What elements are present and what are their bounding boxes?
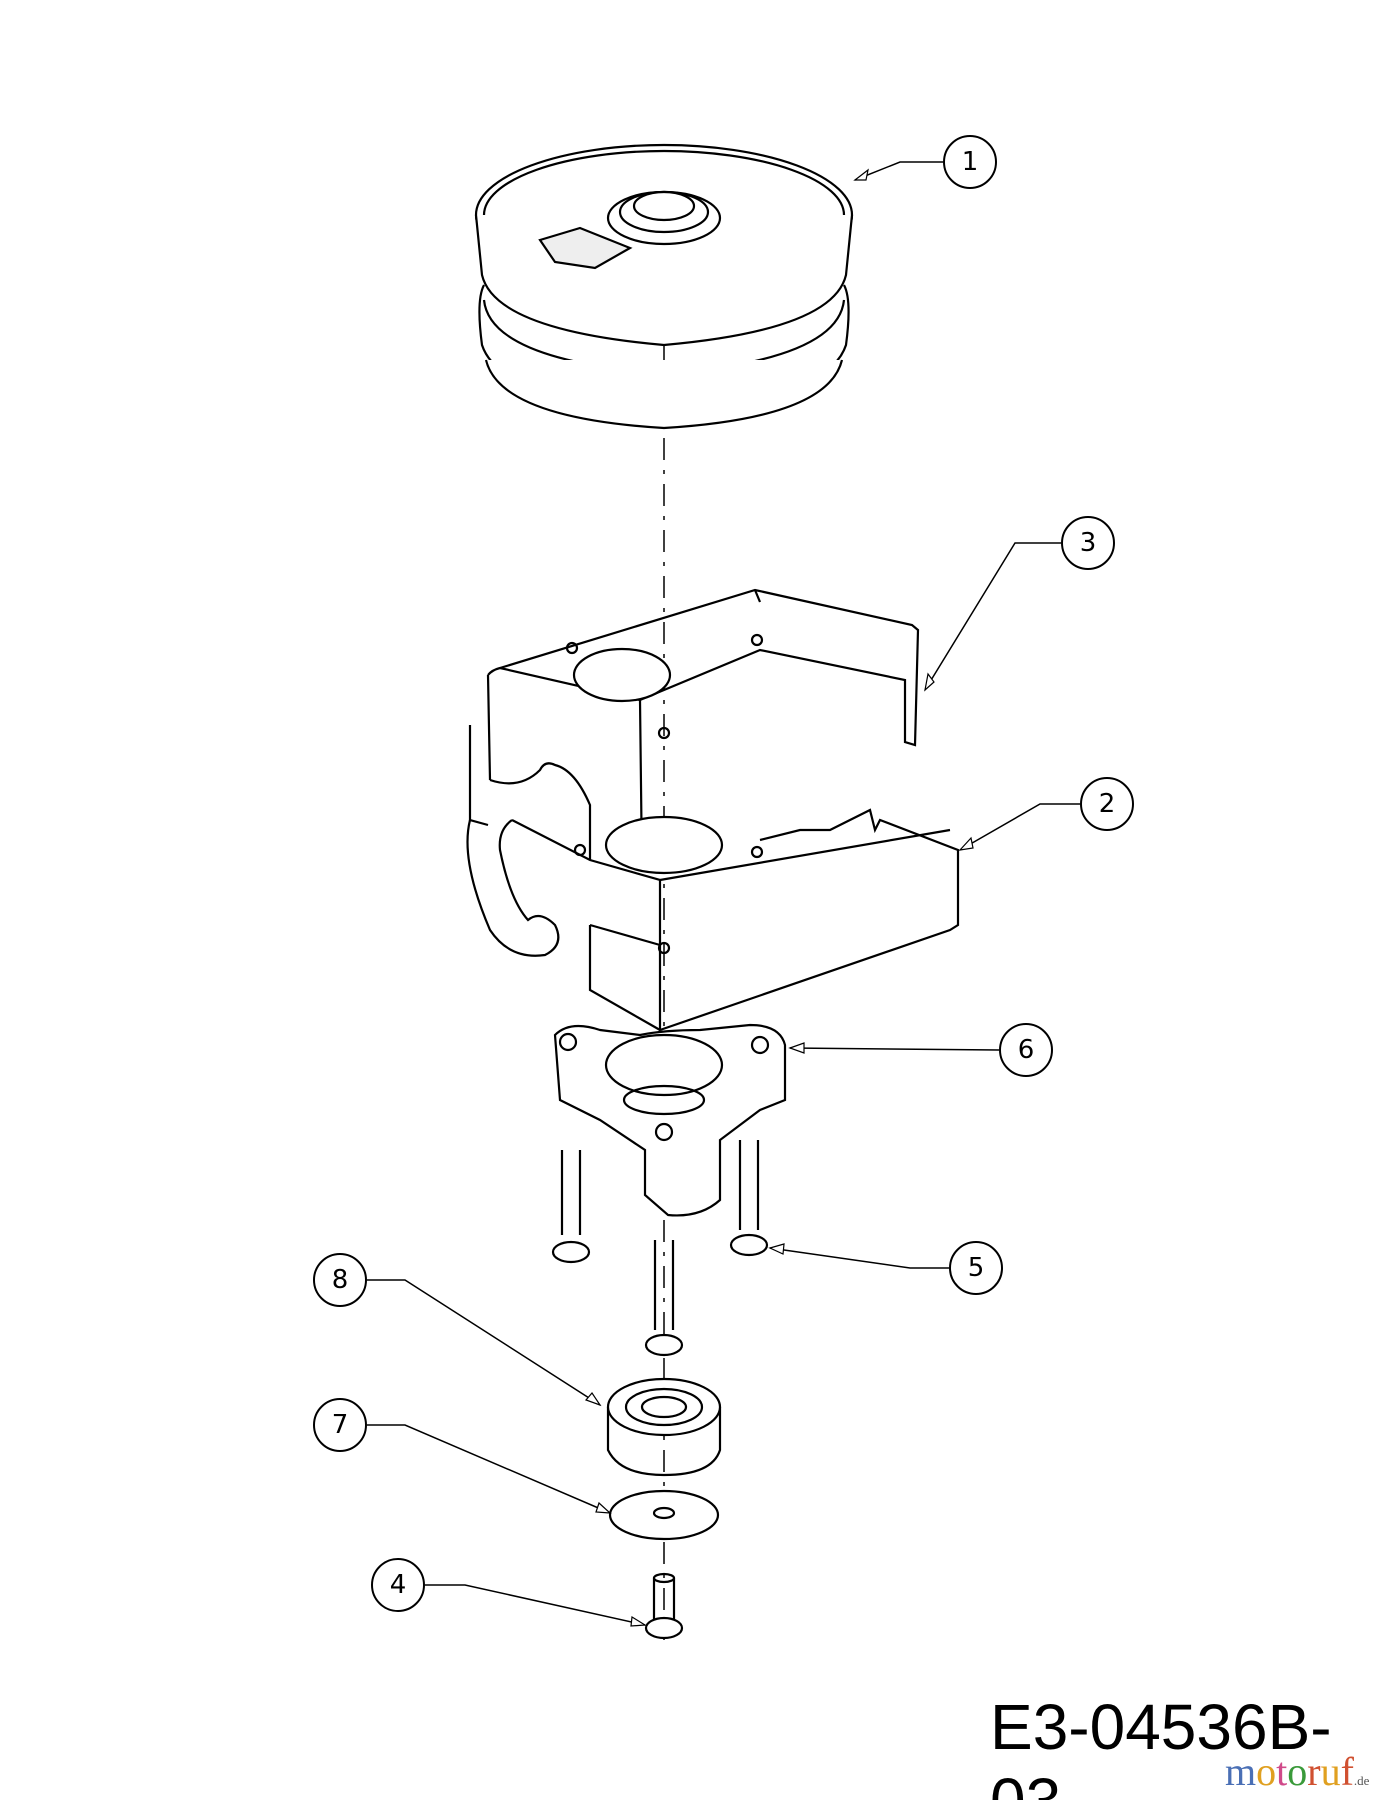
callout-4: 4 xyxy=(371,1558,425,1612)
wm-letter: t xyxy=(1276,1749,1288,1794)
leader-lines xyxy=(367,161,1080,1626)
wm-letter: m xyxy=(1225,1749,1257,1794)
wm-letter: r xyxy=(1307,1749,1321,1794)
wm-letter: o xyxy=(1256,1749,1277,1794)
leader-arrowheads xyxy=(584,168,974,1627)
watermark: motoruf.de xyxy=(1225,1750,1369,1800)
washer-drawing xyxy=(608,1489,720,1541)
wm-suffix: .de xyxy=(1353,1773,1370,1788)
callout-5: 5 xyxy=(949,1241,1003,1295)
bolt-drawing xyxy=(644,1572,684,1640)
wm-letter: f xyxy=(1340,1749,1354,1794)
wm-letter: o xyxy=(1287,1749,1308,1794)
callout-8: 8 xyxy=(313,1253,367,1307)
callout-6: 6 xyxy=(999,1023,1053,1077)
callout-2: 2 xyxy=(1080,777,1134,831)
pulley-drawing xyxy=(474,143,854,430)
lower-bracket-drawing xyxy=(466,808,960,1032)
callout-3: 3 xyxy=(1061,516,1115,570)
wm-letter: u xyxy=(1320,1749,1341,1794)
diagram-code: E3-04536B-03 xyxy=(990,1691,1332,1800)
bearing-drawing xyxy=(606,1377,722,1477)
callout-7: 7 xyxy=(313,1398,367,1452)
upper-bracket-drawing xyxy=(468,588,920,871)
flange-bolts-drawing xyxy=(551,1140,769,1357)
bearing-housing-drawing xyxy=(553,1023,787,1217)
callout-1: 1 xyxy=(943,135,997,189)
